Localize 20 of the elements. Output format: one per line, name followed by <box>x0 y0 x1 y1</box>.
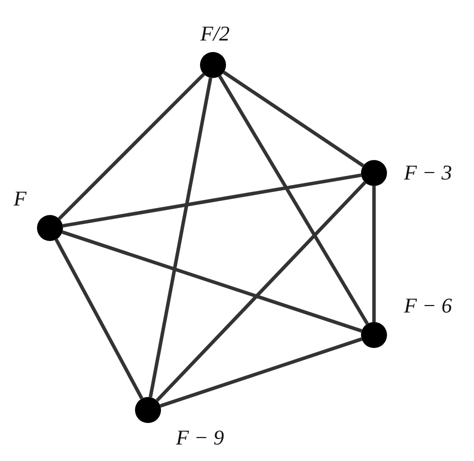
graph-vertex <box>361 322 387 348</box>
graph-vertex <box>361 160 387 186</box>
graph-vertex <box>200 52 226 78</box>
graph-vertex <box>37 215 63 241</box>
edge-line <box>54 238 144 400</box>
graph-vertex <box>135 397 161 423</box>
edge-line <box>222 70 364 168</box>
edge-line <box>148 77 212 398</box>
vertex-label: F/2 <box>200 22 230 46</box>
edge-line <box>58 72 206 220</box>
vertex-label: F − 3 <box>404 160 452 186</box>
edge-line <box>62 230 362 333</box>
edge-line <box>372 186 376 322</box>
edge-line <box>156 181 366 402</box>
vertex-label: F − 6 <box>404 294 452 318</box>
vertex-label: F <box>14 186 26 212</box>
vertex-label: F − 9 <box>176 426 224 450</box>
edge-line <box>62 173 362 228</box>
edge-line <box>218 75 369 325</box>
edge-line <box>160 337 362 408</box>
